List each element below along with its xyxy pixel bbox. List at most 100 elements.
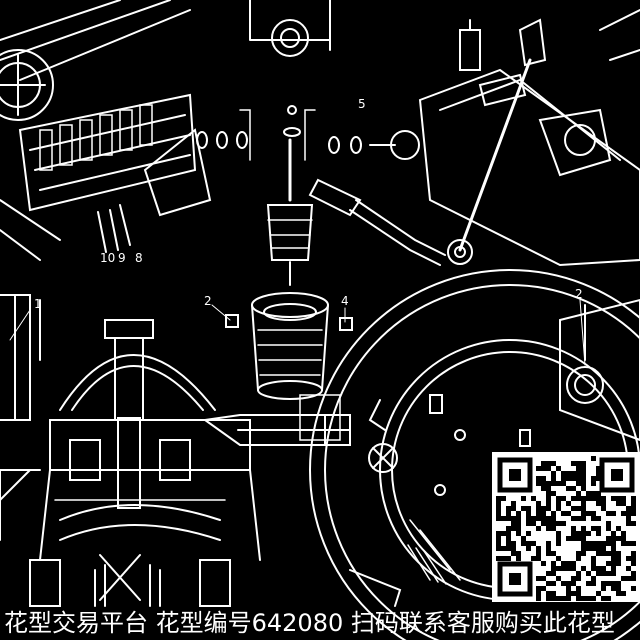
qr-module [601, 541, 606, 546]
qr-module [541, 511, 546, 516]
qr-module [586, 531, 591, 536]
qr-module [601, 506, 606, 511]
qr-module [586, 541, 591, 546]
qr-module [576, 591, 581, 596]
qr-module [576, 476, 581, 481]
qr-module [621, 591, 626, 596]
qr-module [566, 566, 571, 571]
qr-module [536, 501, 541, 506]
qr-module [561, 561, 566, 566]
qr-module [571, 591, 576, 596]
qr-module [631, 556, 636, 561]
qr-module [561, 496, 566, 501]
qr-module [511, 546, 516, 551]
qr-module [536, 576, 541, 581]
qr-module [571, 581, 576, 586]
qr-module [541, 466, 546, 471]
part-label: 1 [34, 297, 42, 311]
qr-module [606, 596, 611, 601]
qr-module [566, 561, 571, 566]
qr-module [611, 541, 616, 546]
qr-module [521, 506, 526, 511]
qr-module [516, 526, 521, 531]
qr-module [556, 531, 561, 536]
qr-module [521, 496, 526, 501]
qr-module [576, 471, 581, 476]
qr-module [591, 596, 596, 601]
qr-module [621, 511, 626, 516]
qr-module [581, 526, 586, 531]
qr-module [616, 496, 621, 501]
qr-module [566, 581, 571, 586]
qr-module [571, 561, 576, 566]
qr-module [581, 541, 586, 546]
qr-module [526, 506, 531, 511]
qr-module [566, 596, 571, 601]
qr-module [616, 536, 621, 541]
qr-module [551, 566, 556, 571]
qr-module [571, 566, 576, 571]
qr-module [531, 496, 536, 501]
qr-module [516, 556, 521, 561]
qr-module [586, 596, 591, 601]
qr-module [516, 531, 521, 536]
qr-module [561, 596, 566, 601]
qr-module [546, 486, 551, 491]
qr-module [541, 516, 546, 521]
qr-module [501, 516, 506, 521]
qr-module [621, 576, 626, 581]
qr-module [546, 526, 551, 531]
qr-module [516, 551, 521, 556]
qr-module [531, 556, 536, 561]
qr-module [596, 571, 601, 576]
qr-module [526, 531, 531, 536]
qr-module [546, 481, 551, 486]
qr-module [601, 596, 606, 601]
qr-module [586, 491, 591, 496]
qr-module [591, 566, 596, 571]
qr-module [546, 541, 551, 546]
qr-module [511, 501, 516, 506]
part-label: 10 [100, 251, 115, 265]
qr-module [596, 566, 601, 571]
qr-module [501, 556, 506, 561]
qr-module [581, 501, 586, 506]
qr-module [591, 496, 596, 501]
qr-module [631, 521, 636, 526]
qr-module [566, 501, 571, 506]
qr-module [596, 516, 601, 521]
qr-module [621, 531, 626, 536]
qr-module [616, 501, 621, 506]
qr-module [536, 556, 541, 561]
qr-module [546, 571, 551, 576]
qr-module [551, 526, 556, 531]
qr-module [576, 556, 581, 561]
qr-module [591, 456, 596, 461]
qr-module [601, 496, 606, 501]
qr-module [616, 551, 621, 556]
qr-module [581, 481, 586, 486]
qr-module [591, 561, 596, 566]
qr-module [506, 526, 511, 531]
part-label: 5 [358, 97, 366, 111]
qr-module [581, 506, 586, 511]
qr-module [581, 546, 586, 551]
qr-module [551, 521, 556, 526]
qr-module [566, 486, 571, 491]
qr-module [626, 541, 631, 546]
qr-module [496, 536, 501, 541]
qr-module [581, 486, 586, 491]
qr-module [601, 566, 606, 571]
qr-module [606, 561, 611, 566]
qr-module [601, 551, 606, 556]
qr-module [611, 496, 616, 501]
qr-module [521, 536, 526, 541]
qr-module [496, 556, 501, 561]
qr-module [596, 466, 601, 471]
qr-module [571, 576, 576, 581]
qr-module [591, 581, 596, 586]
qr-module [516, 511, 521, 516]
qr-module [591, 576, 596, 581]
exploded-parts [196, 0, 420, 400]
qr-module [571, 531, 576, 536]
